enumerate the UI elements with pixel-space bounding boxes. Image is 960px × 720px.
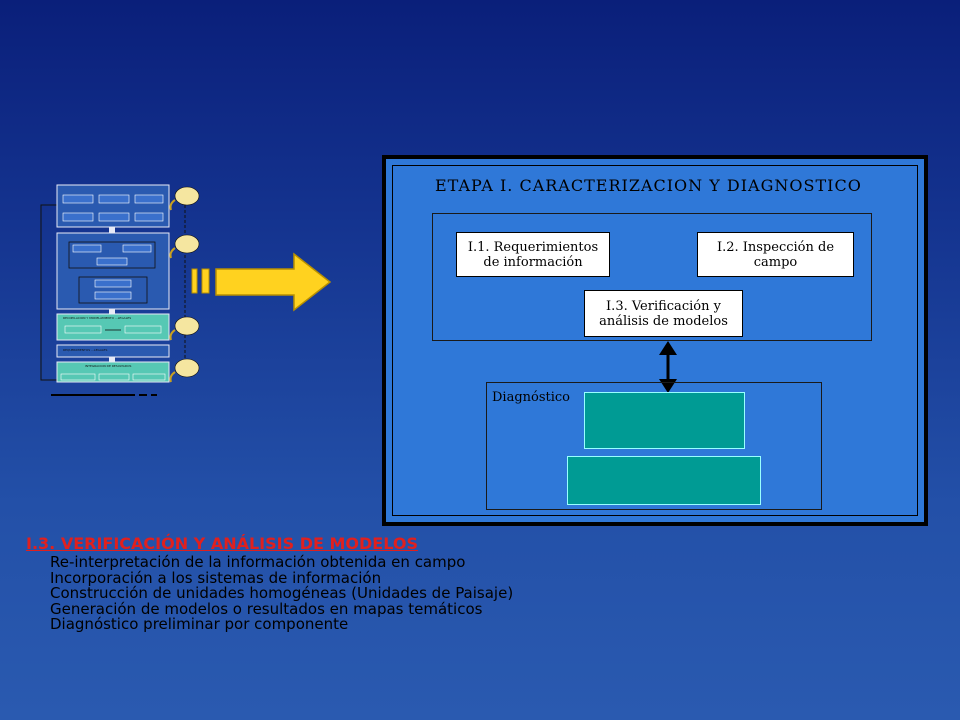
thumbnail-band-label: INTEGRACION DE RESULTADOS — [85, 364, 132, 368]
thumbnail-band-label: RECOPILACION Y MODELAMIENTO ...LEGALES — [63, 316, 132, 320]
etapa-title: ETAPA I. CARACTERIZACION Y DIAGNOSTICO — [435, 176, 862, 195]
list-item: Incorporación a los sistemas de informac… — [50, 568, 382, 587]
diagnostico-group — [486, 382, 822, 510]
diagnostico-box-bottom — [567, 456, 761, 505]
box-i1-requerimientos: I.1. Requerimientos de información — [456, 232, 610, 277]
diagnostico-label: Diagnóstico — [492, 390, 571, 405]
box-i2-inspeccion: I.2. Inspección de campo — [697, 232, 854, 277]
list-item: Re-interpretación de la información obte… — [50, 553, 466, 571]
list-item: Construcción de unidades homogéneas (Uni… — [50, 584, 514, 602]
thumbnail-flowchart-svg — [40, 184, 200, 396]
thumbnail-flowchart: RECOPILACION Y MODELAMIENTO ...LEGALES R… — [35, 180, 210, 402]
requirements-group — [432, 213, 872, 341]
section-items: Re-interpretación de la información obte… — [50, 553, 514, 633]
box-i3-verificacion: I.3. Verificación y análisis de modelos — [584, 290, 743, 337]
yellow-arrow-icon — [191, 252, 332, 312]
thumbnail-band-label: REQUERIMIENTOS ...LEGALES — [63, 348, 108, 352]
section-heading: I.3. VERIFICACIÓN Y ANÁLISIS DE MODELOS — [26, 534, 418, 553]
list-item: Generación de modelos o resultados en ma… — [50, 599, 483, 618]
diagnostico-box-top — [584, 392, 745, 449]
list-item: Diagnóstico preliminar por componente — [50, 615, 349, 633]
